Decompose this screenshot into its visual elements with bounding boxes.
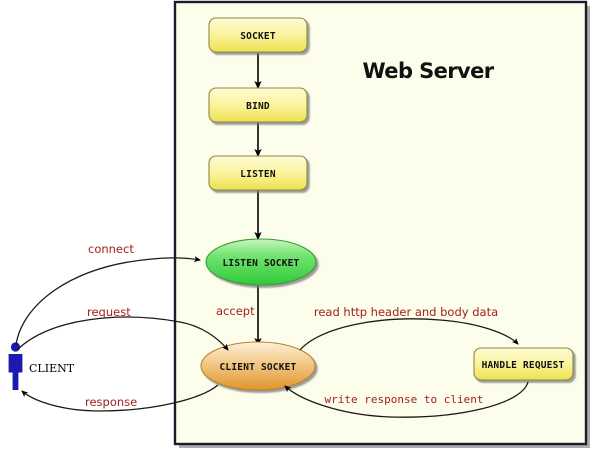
- edge-write-response-label: write response to client: [325, 393, 484, 406]
- node-handle-request[interactable]: [473, 347, 574, 381]
- edge-response: [21, 384, 219, 412]
- edge-connect-label: connect: [88, 242, 134, 256]
- person-icon: [8, 342, 23, 390]
- node-bind[interactable]: [208, 87, 308, 123]
- node-listen-socket[interactable]: [205, 238, 317, 286]
- edge-read-request-label: read http header and body data: [314, 305, 498, 319]
- node-bind-label: BIND: [246, 101, 270, 112]
- node-socket[interactable]: [208, 17, 308, 53]
- edge-response-label: response: [85, 395, 137, 409]
- edge-request: [16, 316, 229, 351]
- client-actor-label: CLIENT: [29, 362, 75, 375]
- node-listen-socket-label: LISTEN SOCKET: [223, 258, 300, 269]
- node-client-socket-label: CLIENT SOCKET: [220, 362, 297, 373]
- node-handle-request-label: HANDLE REQUEST: [482, 360, 565, 371]
- edge-connect: [15, 256, 202, 346]
- edge-write-response: [284, 381, 529, 418]
- node-socket-label: SOCKET: [240, 31, 276, 42]
- node-listen-label: LISTEN: [240, 169, 276, 180]
- edge-accept-label: accept: [216, 304, 255, 318]
- node-client-socket[interactable]: [200, 341, 316, 391]
- node-listen[interactable]: [208, 155, 308, 191]
- panel-title: Web Server: [362, 59, 494, 83]
- edge-read-request: [299, 318, 519, 351]
- edge-request-label: request: [87, 305, 131, 319]
- client-actor[interactable]: CLIENT: [8, 342, 75, 390]
